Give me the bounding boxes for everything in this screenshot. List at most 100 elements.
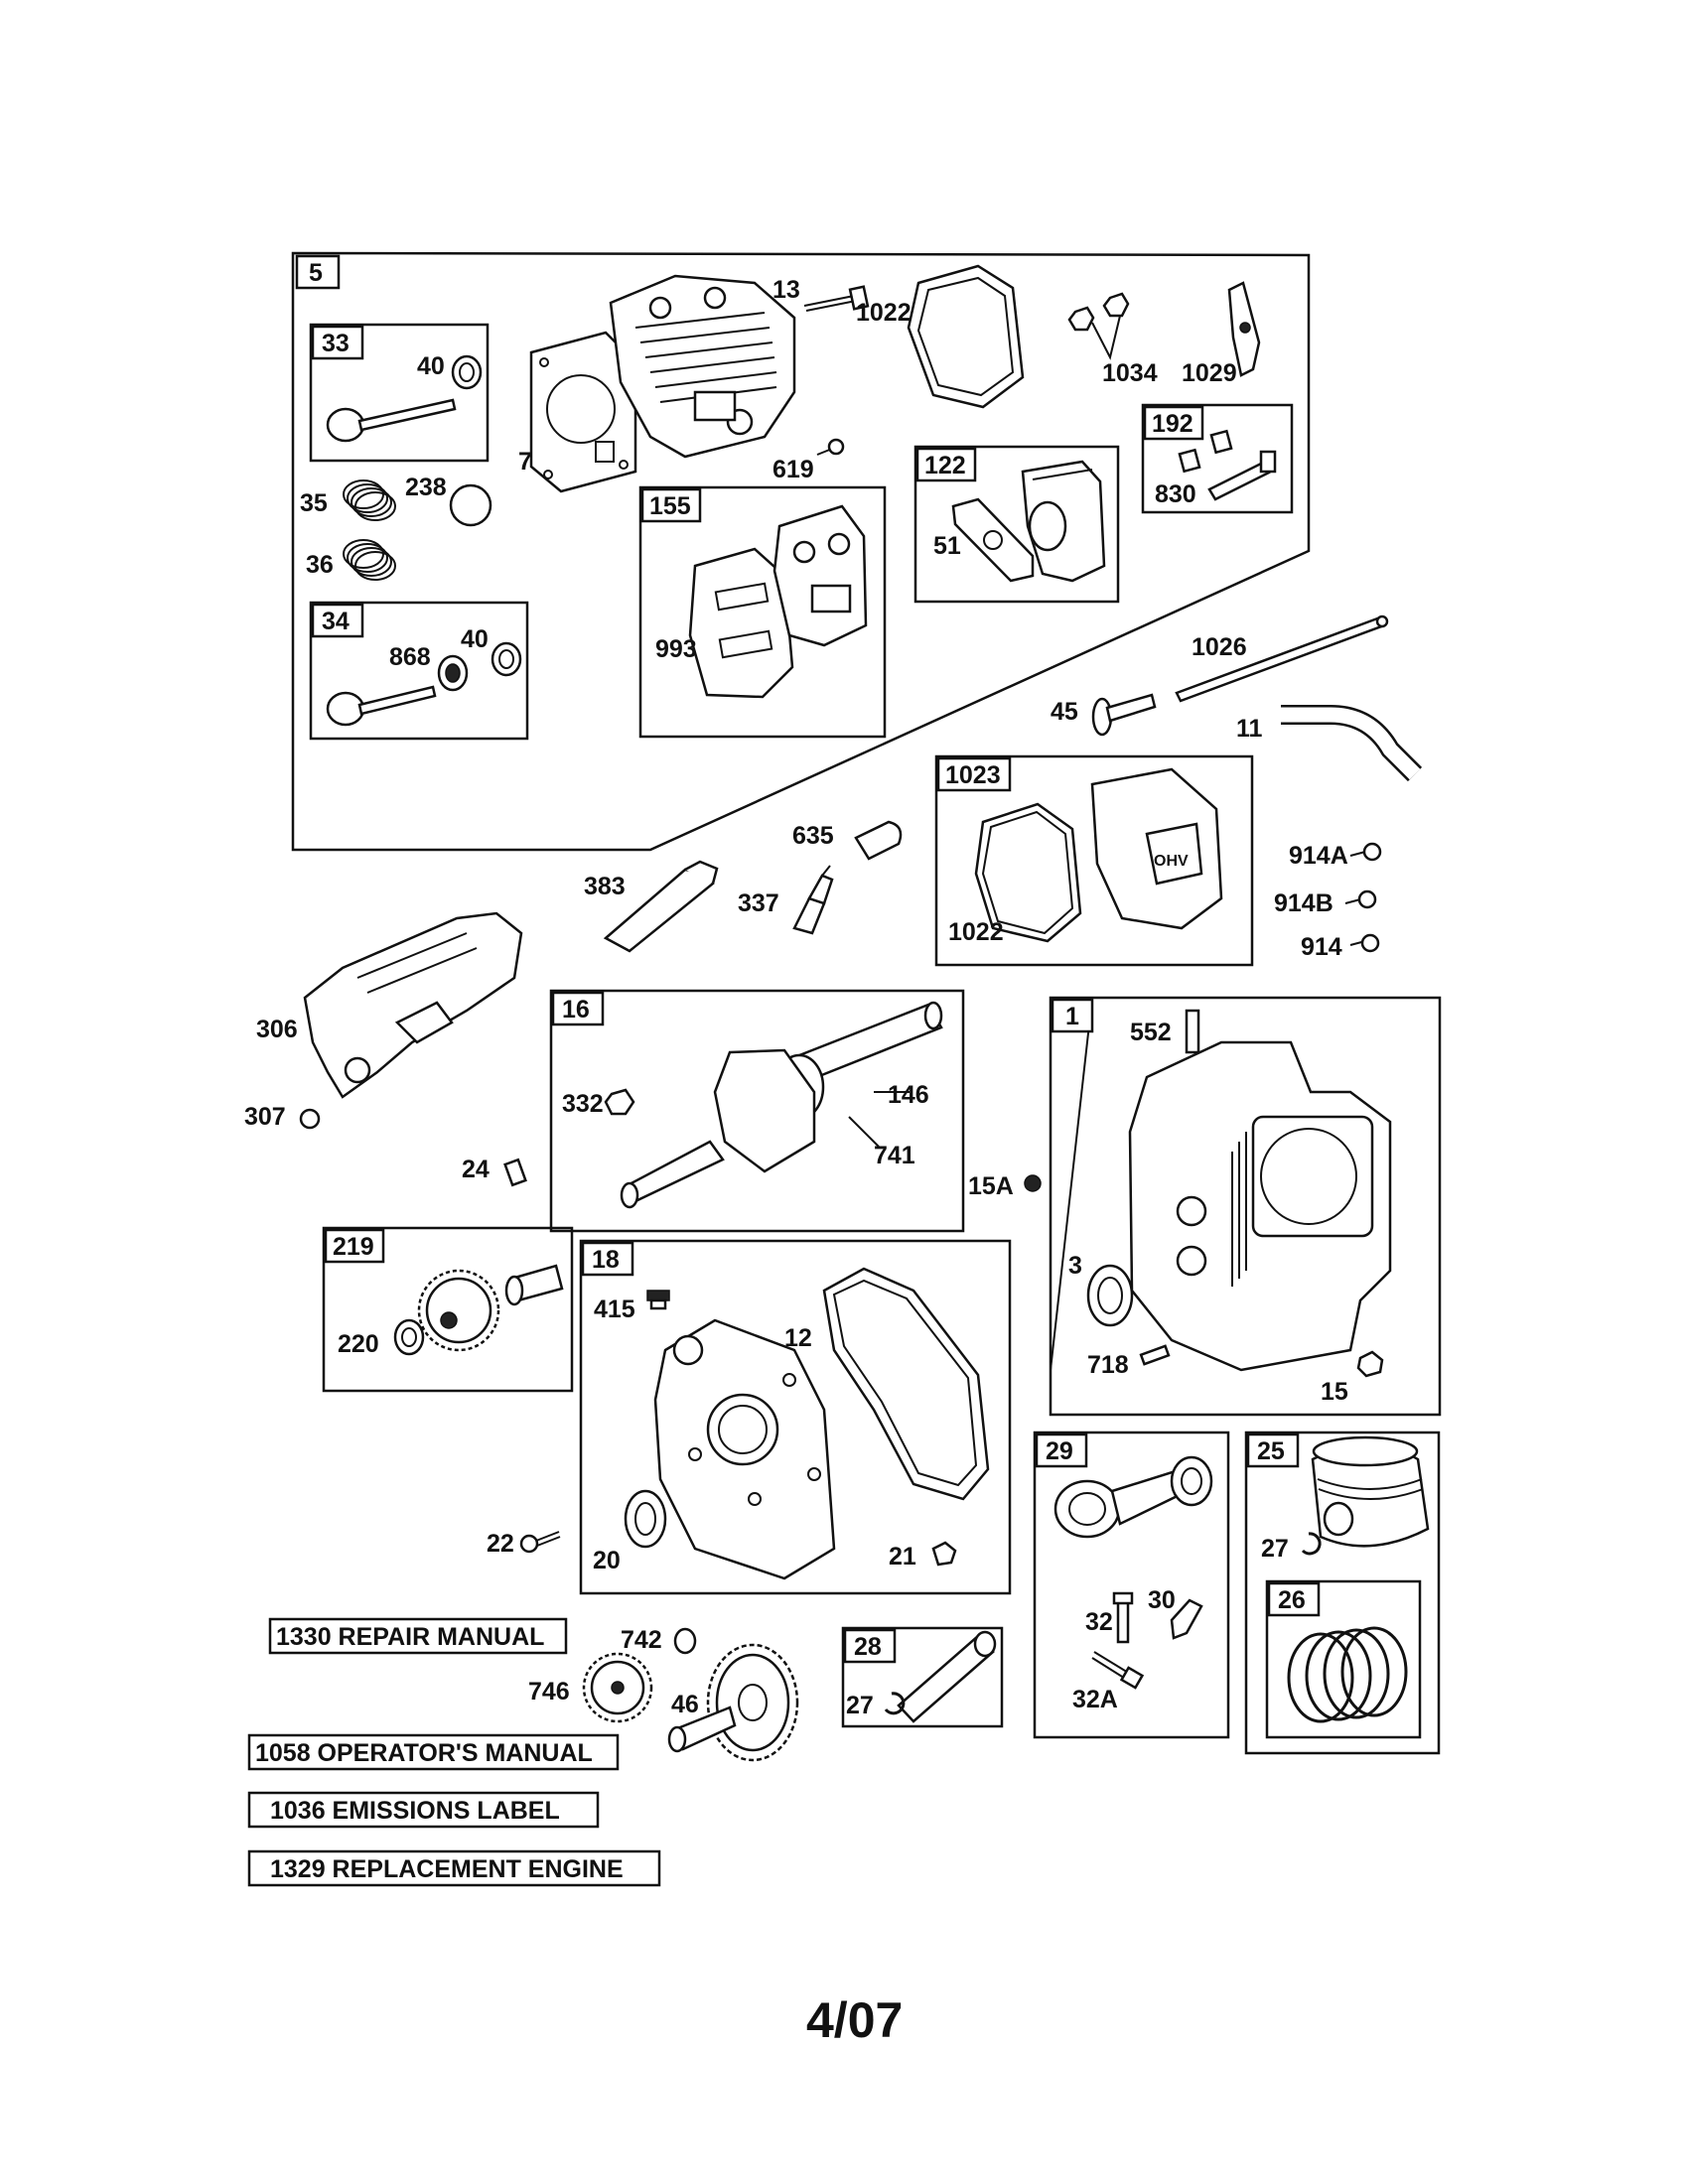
callout-415: 415: [594, 1296, 635, 1323]
callout-36: 36: [306, 551, 334, 579]
callout-718: 718: [1087, 1351, 1129, 1379]
callout-635: 635: [792, 822, 834, 850]
callout-1034: 1034: [1102, 359, 1158, 387]
callout-619: 619: [772, 456, 814, 483]
group-28-frame: [841, 1626, 1004, 1728]
group-1023-frame: [934, 754, 1254, 967]
group-29-label: 29: [1046, 1437, 1073, 1465]
callout-32: 32: [1085, 1608, 1113, 1636]
gasket-993-icon: [688, 547, 794, 699]
group-192-tag: [1143, 405, 1204, 441]
callout-46: 46: [671, 1691, 699, 1718]
emissions-label-box: [247, 1791, 600, 1829]
group-16-frame: [549, 989, 965, 1233]
governor-cup-icon: [504, 1264, 564, 1306]
rocker-stud-icon: [1178, 429, 1277, 501]
callout-12: 12: [784, 1324, 812, 1352]
washer-220-icon: [393, 1318, 425, 1356]
tappet-icon: [1091, 693, 1157, 737]
callout-337: 337: [738, 889, 779, 917]
group-1023-tag: [936, 756, 1012, 792]
callout-51: 51: [933, 532, 961, 560]
nut-15-icon: [1356, 1350, 1384, 1378]
callout-914: 914: [1301, 933, 1342, 961]
rotator-868-icon: [437, 654, 469, 692]
group-219-frame: [322, 1226, 574, 1393]
group-34-frame: [309, 601, 529, 741]
callout-32A: 32A: [1072, 1686, 1118, 1713]
plug-21-icon: [931, 1541, 957, 1567]
piston-icon: [1311, 1435, 1430, 1548]
callout-13: 13: [772, 276, 800, 304]
group-192-frame: [1141, 403, 1294, 514]
page-number: 4/07: [806, 1992, 903, 2048]
callout-30: 30: [1148, 1586, 1176, 1614]
callout-27-a: 27: [1261, 1535, 1289, 1563]
callout-11: 11: [1236, 715, 1263, 743]
group-5-label: 5: [309, 259, 323, 287]
screw-307-icon: [299, 1108, 321, 1130]
repair-manual-box: [268, 1617, 568, 1655]
bolt-22-icon: [519, 1531, 561, 1554]
valve-spring-36-icon: [343, 539, 396, 581]
pin-718-icon: [1139, 1344, 1171, 1366]
screw-914B-icon: [1344, 889, 1377, 909]
rocker-nut-left-icon: [1067, 306, 1095, 332]
callout-993: 993: [655, 635, 697, 663]
valve-seal-icon: [451, 354, 483, 390]
group-16-label: 16: [562, 996, 590, 1024]
callout-27-b: 27: [846, 1692, 874, 1719]
gasket-51-icon: [951, 497, 1035, 583]
group-155-label: 155: [649, 492, 691, 520]
connecting-rod-icon: [1053, 1455, 1213, 1539]
piston-rings-icon: [1287, 1626, 1408, 1723]
callout-552: 552: [1130, 1019, 1172, 1046]
cover-gasket-1022-icon: [974, 802, 1082, 943]
group-29-frame: [1033, 1431, 1230, 1739]
breather-plate-icon: [772, 504, 868, 647]
group-155-tag: [640, 487, 702, 523]
group-25-label: 25: [1257, 1437, 1285, 1465]
group-18-label: 18: [592, 1246, 620, 1274]
clip-742-icon: [673, 1627, 697, 1655]
callout-306: 306: [256, 1016, 298, 1043]
head-bolt-icon: [803, 285, 870, 312]
bolt-32-icon: [1112, 1591, 1134, 1644]
group-34-tag: [311, 603, 364, 638]
replacement-engine-box: [247, 1849, 661, 1887]
group-122-tag: [915, 447, 977, 482]
group-1-tag: [1051, 998, 1094, 1033]
callout-40-a: 40: [417, 352, 445, 380]
callout-22: 22: [487, 1530, 514, 1558]
replacement-engine-label: 1329 REPLACEMENT ENGINE: [270, 1855, 624, 1883]
callout-238: 238: [405, 474, 447, 501]
group-18-tag: [581, 1241, 634, 1277]
callout-383: 383: [584, 873, 626, 900]
callout-3: 3: [1068, 1252, 1082, 1280]
ohv-mark: OHV: [1154, 853, 1189, 870]
breather-tube-icon: [1281, 705, 1423, 782]
group-26-tag: [1267, 1581, 1321, 1617]
group-16-tag: [551, 991, 605, 1026]
callout-40-b: 40: [461, 625, 489, 653]
callout-868: 868: [389, 643, 431, 671]
linkage-383-icon: [603, 860, 719, 953]
plug-415-icon: [646, 1290, 670, 1310]
valve-spring-35-icon: [343, 479, 396, 521]
group-5-tag: [295, 254, 341, 290]
gear-746-icon: [582, 1652, 653, 1723]
plug-boot-icon: [854, 820, 903, 861]
sump-cover-icon: [653, 1318, 836, 1580]
rocker-nut-right-icon: [1102, 292, 1130, 318]
spark-plug-icon: [792, 865, 834, 935]
screw-914-icon: [1349, 933, 1380, 953]
clip-27-a-icon: [1301, 1532, 1322, 1556]
group-1023-label: 1023: [945, 761, 1001, 789]
callout-35: 35: [300, 489, 328, 517]
callout-742: 742: [621, 1626, 662, 1654]
group-29-tag: [1035, 1433, 1088, 1468]
group-155-frame: [638, 485, 887, 739]
group-219-label: 219: [333, 1233, 374, 1261]
callout-20: 20: [593, 1547, 621, 1574]
